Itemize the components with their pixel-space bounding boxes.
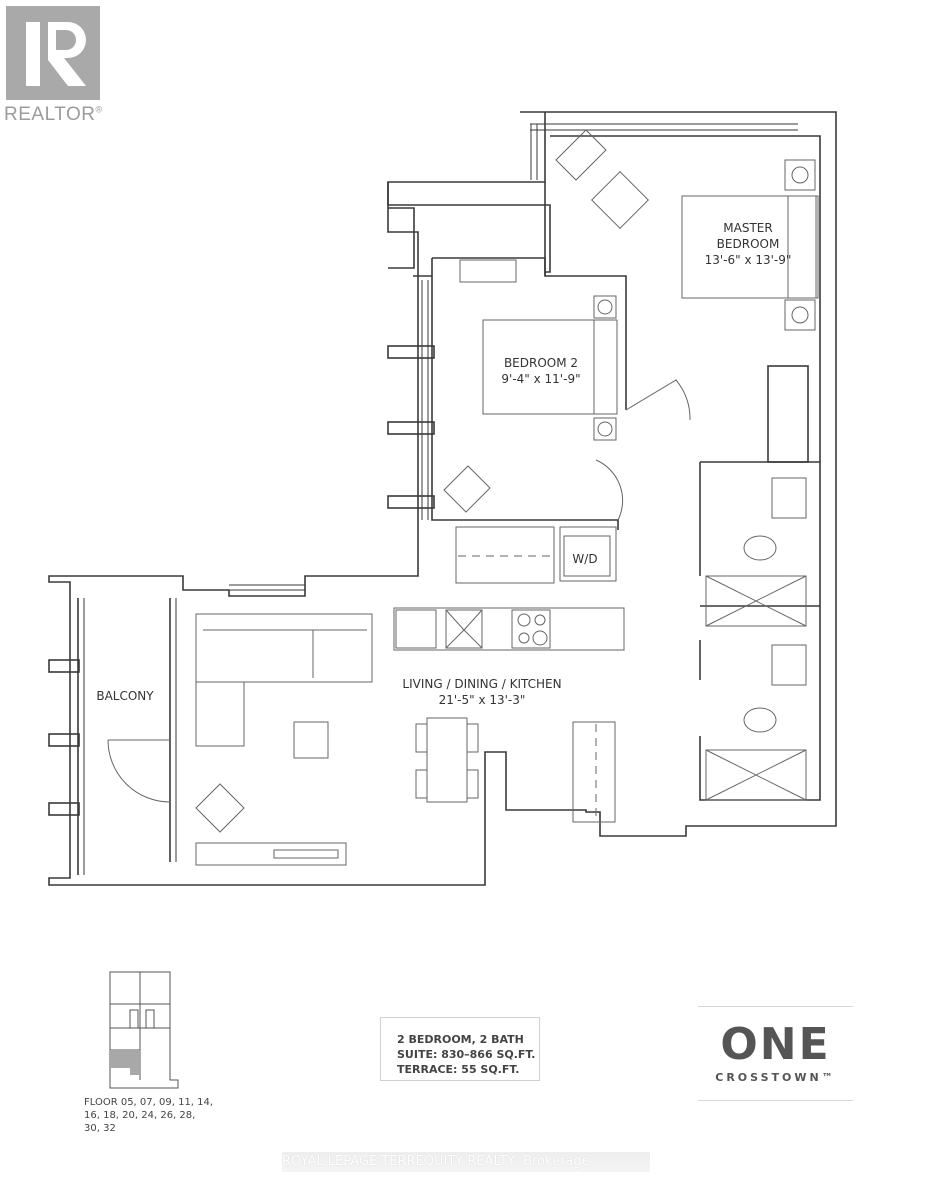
- living-label: LIVING / DINING / KITCHEN: [402, 677, 561, 691]
- washer-dryer: [559, 526, 617, 582]
- nightstand: [784, 159, 816, 191]
- wd-label: W/D: [572, 552, 597, 566]
- dining-table: [426, 717, 468, 803]
- master-wall: [550, 135, 821, 462]
- living-dims: 21'-5" x 13'-3": [439, 693, 526, 707]
- side-table: [591, 171, 649, 229]
- bedroom2-wall: [432, 257, 627, 410]
- master-label-line1: MASTER: [723, 221, 772, 235]
- brand-name: ONE: [720, 1019, 831, 1070]
- bedroom2-dims: 9'-4" x 11'-9": [501, 372, 580, 386]
- master-dims: 13'-6" x 13'-9": [705, 253, 792, 267]
- vanity-sink: [771, 477, 807, 519]
- bedroom2-label: BEDROOM 2: [504, 356, 578, 370]
- floors-label: FLOOR 05, 07, 09, 11, 14, 16, 18, 20, 24…: [84, 1097, 214, 1134]
- key-plan-highlight: [110, 1050, 140, 1075]
- interior-wall-top: [387, 182, 551, 273]
- brand-tm: ™: [821, 1071, 836, 1084]
- exterior-wall: [48, 111, 837, 886]
- coffee-table: [293, 721, 329, 759]
- key-plan: [109, 971, 179, 1089]
- suite-type: 2 BEDROOM, 2 BATH: [397, 1033, 524, 1046]
- realtor-logo: [6, 6, 100, 100]
- shower: [705, 575, 807, 627]
- closet: [572, 721, 616, 823]
- bathroom-wall: [699, 461, 821, 801]
- armchair: [555, 129, 607, 181]
- master-label-line2: BEDROOM: [717, 237, 780, 251]
- balcony-door: [107, 739, 171, 803]
- realtor-r-icon: [26, 22, 86, 86]
- suite-area: SUITE: 830–866 SQ.FT.: [397, 1048, 536, 1061]
- terrace-area: TERRACE: 55 SQ.FT.: [397, 1063, 520, 1076]
- sink: [445, 609, 483, 649]
- master-bed: [681, 195, 819, 299]
- cooktop: [511, 609, 551, 649]
- brokerage-watermark: ROYAL LEPAGE TERREQUITY REALTY, Brokerag…: [282, 1152, 650, 1172]
- balcony-label: BALCONY: [96, 689, 154, 703]
- brand-logo: ONE CROSSTOWN™: [698, 1006, 853, 1101]
- suite-info-box: 2 BEDROOM, 2 BATH SUITE: 830–866 SQ.FT. …: [380, 1017, 540, 1081]
- kitchen-counter: [393, 607, 625, 651]
- sofa: [195, 613, 373, 683]
- media-console: [195, 842, 347, 866]
- brand-sub: CROSSTOWN: [715, 1071, 822, 1084]
- realtor-wordmark: REALTOR®: [4, 104, 103, 125]
